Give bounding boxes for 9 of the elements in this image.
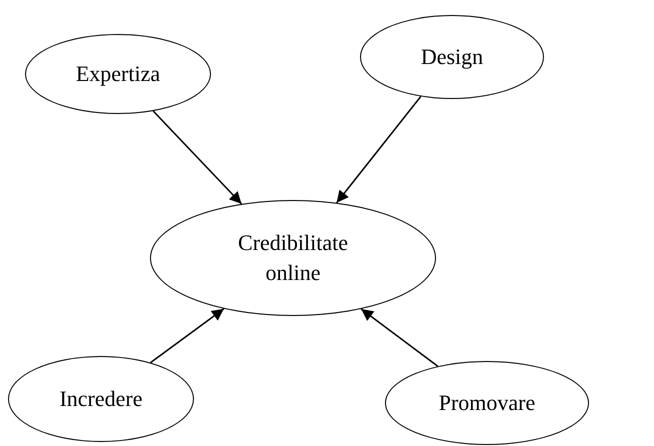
node-label: Promovare	[438, 389, 536, 417]
node-label: Expertiza	[76, 60, 160, 88]
node-label: Design	[420, 43, 484, 71]
arrow	[336, 96, 422, 204]
arrow	[150, 308, 224, 364]
node-label: Credibilitate online	[237, 229, 349, 287]
arrow	[152, 110, 242, 204]
node-label: Incredere	[59, 385, 143, 413]
arrow	[360, 308, 438, 367]
